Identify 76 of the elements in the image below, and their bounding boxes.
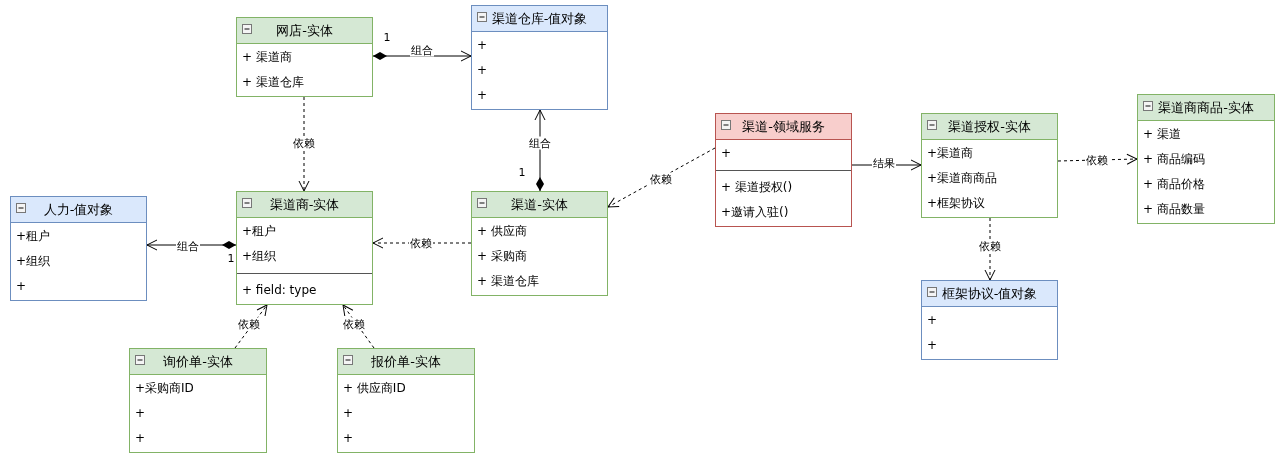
attribute-text: + — [135, 430, 146, 446]
class-name: 人力-值对象 — [43, 201, 114, 218]
attribute-text: +框架协议 — [927, 195, 986, 211]
edge-label: 组合 — [176, 239, 200, 253]
class-box — [10, 196, 147, 301]
method-text: + field: type — [242, 282, 317, 298]
class-box — [236, 17, 373, 97]
edge-label: 依赖 — [342, 317, 366, 331]
attribute-text: +组织 — [242, 248, 277, 264]
class-box — [715, 113, 852, 227]
class-name: 渠道商-实体 — [269, 196, 340, 213]
attribute-text: + 商品编码 — [1143, 151, 1205, 167]
edge-label: 依赖 — [1085, 153, 1109, 167]
class-name: 网店-实体 — [276, 22, 333, 39]
attribute-text: +采购商ID — [135, 380, 194, 396]
attribute-text: + — [927, 337, 938, 353]
attribute-text: + — [477, 37, 488, 53]
multiplicity-label: 1 — [227, 251, 235, 265]
composition-arrow — [146, 239, 237, 251]
edge-label: 依赖 — [649, 172, 673, 186]
attribute-text: + — [135, 405, 146, 421]
attribute-text: + 渠道 — [1143, 126, 1181, 142]
dependency-arrow — [372, 237, 472, 249]
attribute-text: +租户 — [16, 228, 51, 244]
attribute-text: + — [343, 405, 354, 421]
attribute-text: +租户 — [242, 223, 277, 239]
attribute-text: + — [343, 430, 354, 446]
attribute-text: + — [721, 145, 732, 161]
attribute-text: + — [477, 62, 488, 78]
edge-label: 依赖 — [237, 317, 261, 331]
class-box — [921, 113, 1058, 218]
edge-label: 依赖 — [978, 239, 1002, 253]
class-name: 渠道-实体 — [511, 196, 568, 213]
dependency-arrow — [298, 96, 310, 192]
attribute-text: + 渠道仓库 — [477, 273, 539, 289]
attribute-text: +渠道商 — [927, 145, 974, 161]
attribute-text: + — [477, 87, 488, 103]
attribute-text: + 渠道仓库 — [242, 74, 304, 90]
attribute-text: + — [927, 312, 938, 328]
method-text: + 渠道授权() — [721, 179, 793, 195]
class-box — [471, 5, 608, 110]
class-name: 框架协议-值对象 — [941, 285, 1038, 302]
edge-label: 组合 — [528, 136, 552, 150]
class-box — [471, 191, 608, 296]
class-name: 渠道商商品-实体 — [1158, 99, 1254, 116]
dependency-arrow — [234, 304, 268, 349]
multiplicity-label: 1 — [518, 165, 526, 179]
attribute-text: + 供应商ID — [343, 380, 406, 396]
attribute-text: + 商品数量 — [1143, 201, 1205, 217]
edge-label: 依赖 — [292, 136, 316, 150]
class-box — [1137, 94, 1275, 224]
class-name: 询价单-实体 — [163, 353, 233, 370]
attribute-text: + 商品价格 — [1143, 176, 1205, 192]
attribute-text: +组织 — [16, 253, 51, 269]
edge-label: 依赖 — [409, 236, 433, 250]
class-box — [921, 280, 1058, 360]
attribute-text: + — [16, 278, 27, 294]
class-box — [129, 348, 267, 453]
attribute-text: + 供应商 — [477, 223, 527, 239]
class-box — [236, 191, 373, 305]
class-name: 渠道-领域服务 — [742, 118, 825, 135]
attribute-text: + 采购商 — [477, 248, 527, 264]
dependency-arrow — [607, 147, 716, 208]
attribute-text: + 渠道商 — [242, 49, 292, 65]
class-name: 渠道授权-实体 — [948, 118, 1031, 135]
composition-arrow — [534, 109, 546, 192]
class-name: 渠道仓库-值对象 — [491, 10, 588, 27]
method-text: +邀请入驻() — [721, 204, 789, 220]
multiplicity-label: 1 — [383, 30, 391, 44]
dependency-arrow — [342, 304, 375, 349]
edge-label: 组合 — [410, 43, 434, 57]
dependency-arrow — [984, 217, 996, 281]
class-name: 报价单-实体 — [371, 353, 441, 370]
edge-label: 结果 — [872, 156, 896, 170]
class-box — [337, 348, 475, 453]
attribute-text: +渠道商商品 — [927, 170, 998, 186]
